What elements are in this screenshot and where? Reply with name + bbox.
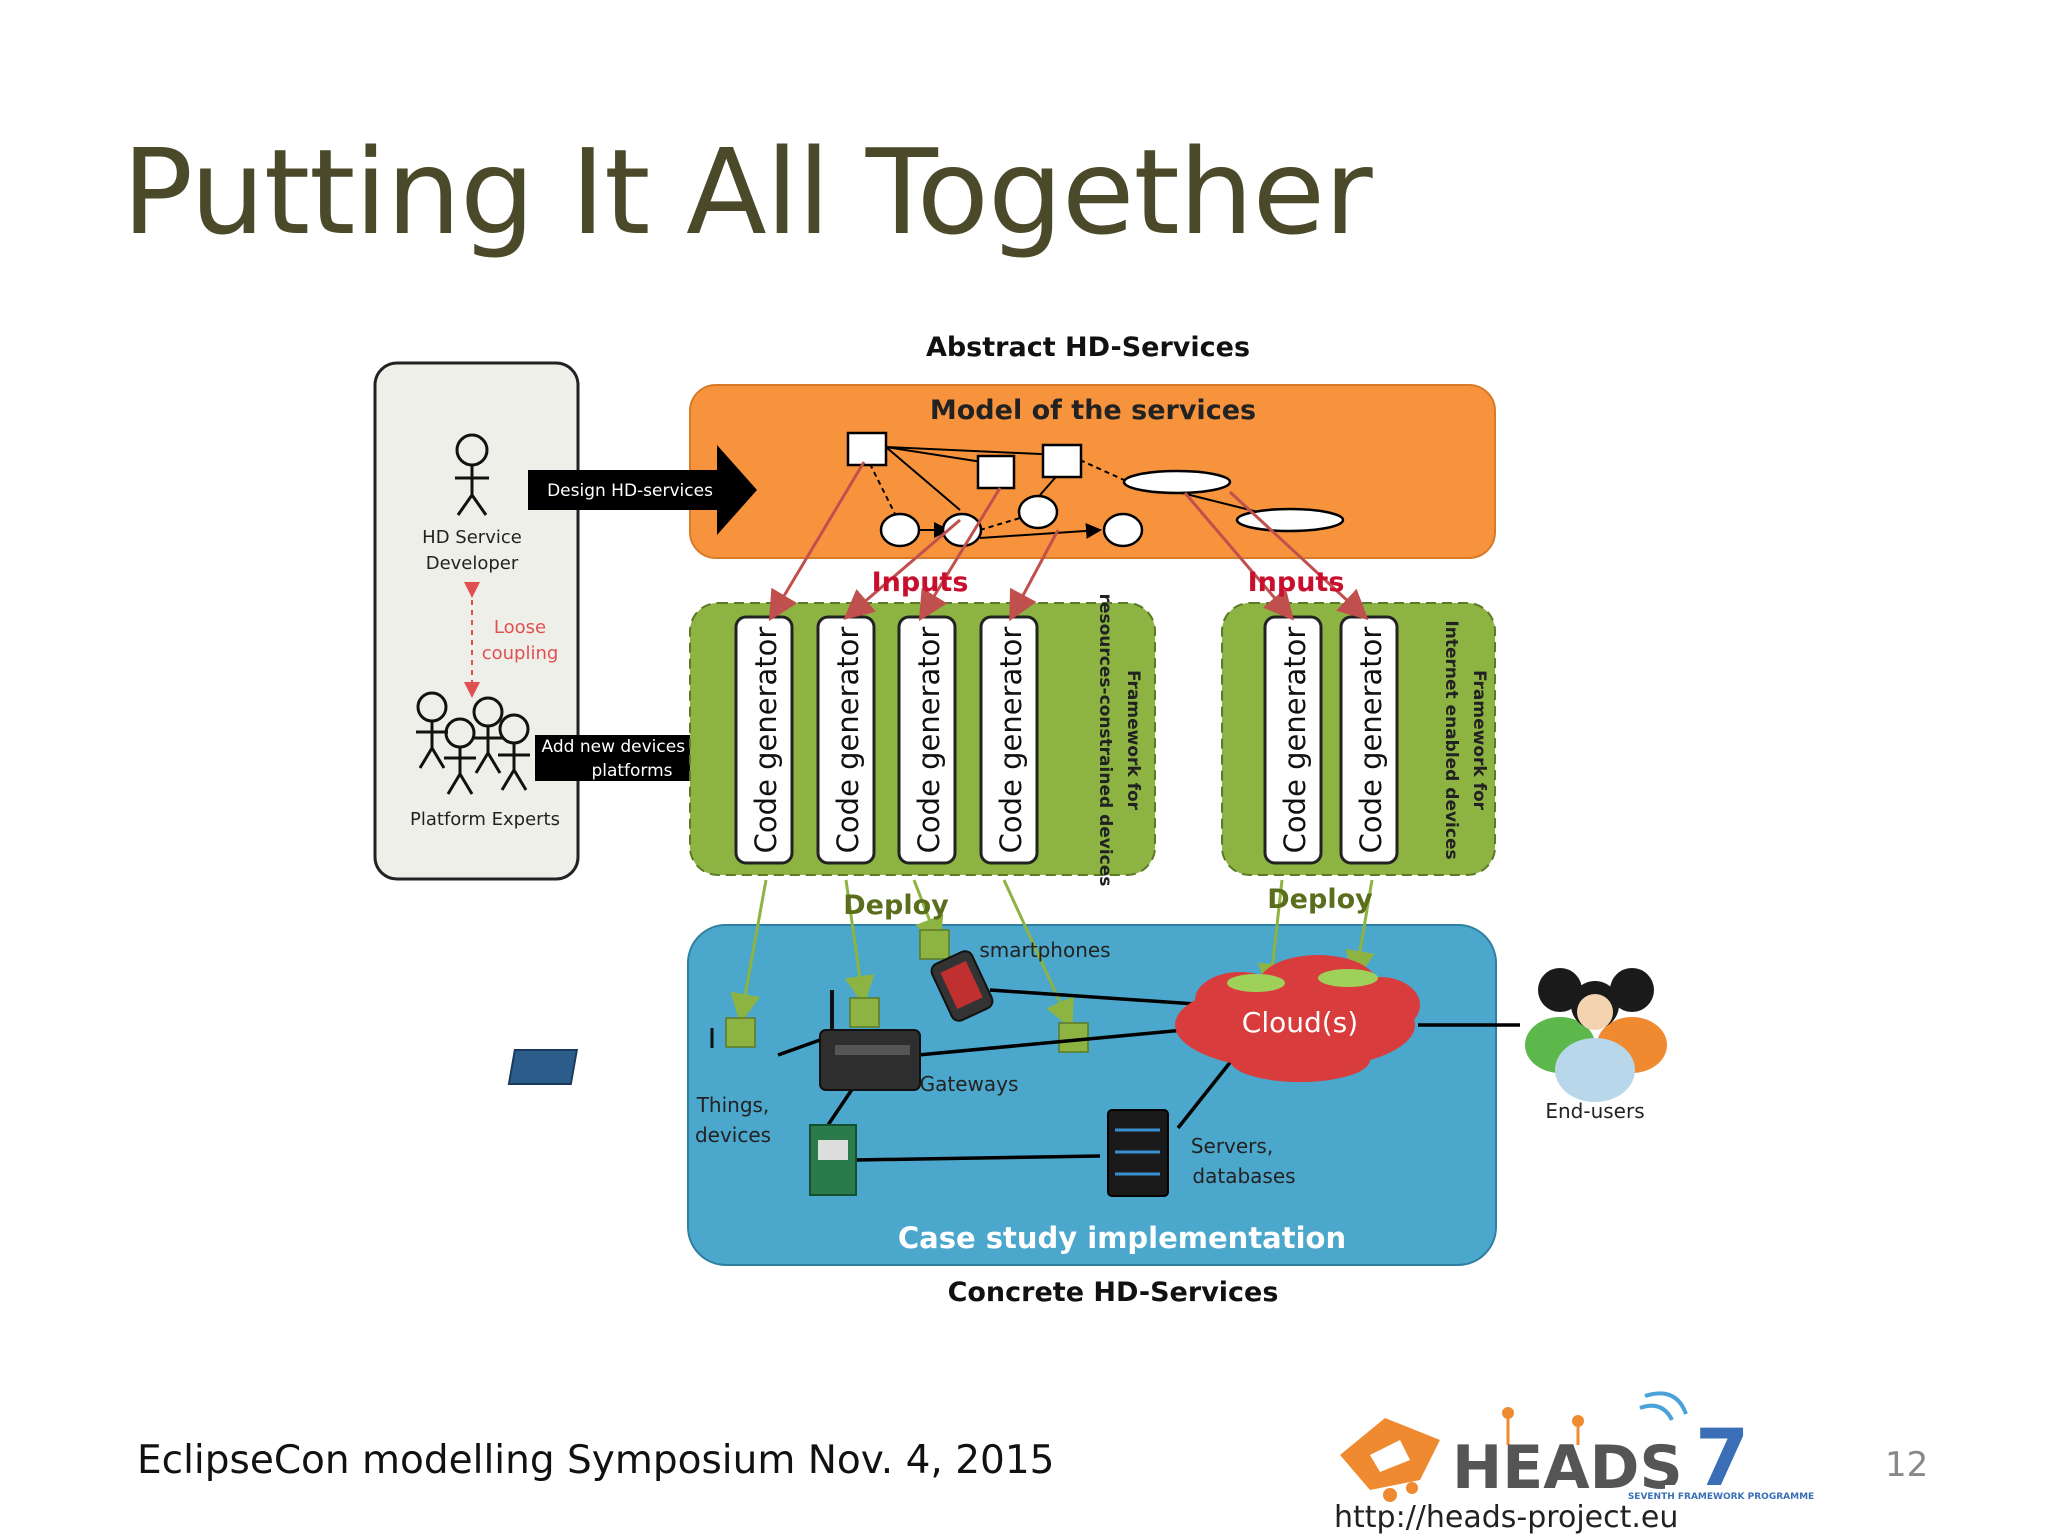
- developer-label-line2: Developer: [426, 553, 519, 574]
- concrete-services-label: Concrete HD-Services: [948, 1277, 1279, 1308]
- add-devices-label-line2: platforms: [591, 761, 672, 781]
- design-services-arrow: [528, 445, 757, 535]
- slide-title: Putting It All Together: [122, 123, 1373, 261]
- developer-figure-icon: [455, 433, 489, 516]
- framework-internet-label-line1: Framework for: [1469, 670, 1489, 811]
- inputs-label-right: Inputs: [1248, 567, 1345, 598]
- design-services-label: Design HD-services: [547, 481, 713, 501]
- framework-internet-label-line2: Internet enabled devices: [1441, 620, 1461, 859]
- abstract-services-label: Abstract HD-Services: [926, 332, 1250, 363]
- actors-panel: [373, 361, 580, 881]
- things-device-icon: [507, 1028, 714, 1085]
- code-generator-label: Code generator: [1278, 627, 1312, 854]
- cloud-icon: [1175, 955, 1420, 1082]
- board-device-icon: [809, 1124, 857, 1196]
- page-number: 12: [1885, 1445, 1929, 1485]
- service-model-graph: [846, 431, 1345, 548]
- end-users-icon: [1525, 968, 1667, 1102]
- code-generator-label: Code generator: [912, 627, 946, 854]
- server-icon: [1107, 1109, 1169, 1197]
- things-label-line1: Things,: [696, 1093, 770, 1117]
- code-generator-boxes: [734, 615, 1399, 865]
- loose-coupling-line2: coupling: [482, 643, 559, 664]
- framework-constrained-label-line1: Framework for: [1123, 670, 1143, 811]
- inputs-label-left: Inputs: [872, 567, 969, 598]
- deployment-markers: [725, 929, 1089, 1053]
- framework-constrained-label-line2: resources-constrained devices: [1095, 594, 1115, 887]
- deploy-label-left: Deploy: [843, 890, 949, 921]
- gateways-label: Gateways: [920, 1072, 1019, 1096]
- servers-label-line2: databases: [1192, 1164, 1295, 1188]
- heads-logo: HEADS: [1340, 1391, 1688, 1503]
- input-arrows: [768, 461, 1369, 622]
- platform-experts-label: Platform Experts: [410, 809, 560, 830]
- code-generator-label: Code generator: [1354, 627, 1388, 854]
- servers-label-line1: Servers,: [1191, 1134, 1273, 1158]
- heads-logo-text: HEADS: [1452, 1433, 1683, 1503]
- code-generator-label: Code generator: [749, 627, 783, 854]
- cloud-label: Cloud(s): [1242, 1006, 1358, 1039]
- network-connections: [777, 988, 1520, 1162]
- model-of-services-title: Model of the services: [930, 395, 1256, 426]
- code-generator-label: Code generator: [994, 627, 1028, 854]
- project-url-link[interactable]: http://heads-project.eu: [1334, 1500, 1679, 1535]
- loose-coupling-line1: Loose: [494, 617, 546, 638]
- add-devices-label-line1: Add new devices and: [542, 737, 723, 757]
- end-users-label: End-users: [1545, 1099, 1644, 1123]
- case-study-title: Case study implementation: [898, 1221, 1346, 1255]
- platform-experts-figures-icon: [416, 691, 530, 795]
- footer-event-text: EclipseCon modelling Symposium Nov. 4, 2…: [137, 1438, 1055, 1483]
- fp7-caption: SEVENTH FRAMEWORK PROGRAMME: [1628, 1492, 1814, 1502]
- gateway-icon: [819, 990, 921, 1091]
- things-label-line2: devices: [695, 1123, 771, 1147]
- developer-label-line1: HD Service: [422, 527, 522, 548]
- deploy-label-right: Deploy: [1267, 884, 1373, 915]
- smartphones-label: smartphones: [979, 938, 1110, 962]
- fp7-logo: 7 SEVENTH FRAMEWORK PROGRAMME: [1628, 1414, 1814, 1507]
- code-generator-label: Code generator: [831, 627, 865, 854]
- smartphone-icon: [930, 950, 994, 1022]
